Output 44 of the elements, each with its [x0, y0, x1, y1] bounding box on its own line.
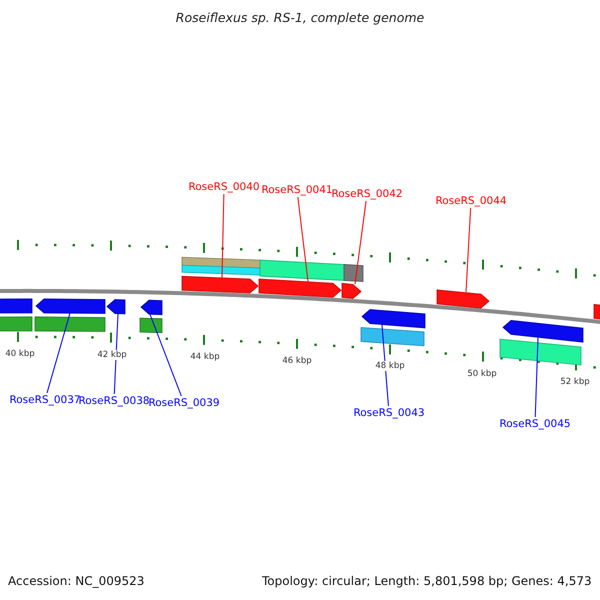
footer-text: Accession: NC_009523	[8, 574, 144, 588]
gene-feature	[502, 320, 584, 343]
feature-bar	[360, 327, 424, 346]
leader-line	[297, 196, 308, 282]
leader-line	[354, 200, 367, 285]
leader-line	[534, 337, 538, 418]
feature-bar	[594, 304, 600, 320]
leader-line	[382, 324, 389, 406]
feature-bar	[260, 260, 344, 281]
leader-line	[222, 194, 224, 278]
scale-label: 42 kbp	[96, 350, 128, 360]
gene-feature	[182, 276, 259, 294]
scale-label: 44 kbp	[189, 352, 221, 362]
leader-line	[150, 314, 182, 396]
gene-feature	[342, 282, 362, 299]
gene-feature	[106, 299, 126, 314]
scale-label: 50 kbp	[466, 368, 498, 379]
gene-label: RoseRS_0043	[353, 407, 425, 419]
feature-bar	[500, 338, 582, 366]
feature-bar	[0, 316, 32, 332]
leader-line	[46, 312, 70, 394]
gene-label: RoseRS_0041	[261, 184, 333, 196]
feature-bar	[0, 298, 32, 314]
scale-label: 40 kbp	[4, 348, 36, 359]
gene-label: RoseRS_0040	[188, 181, 260, 193]
diagram-title: Roseiflexus sp. RS-1, complete genome	[174, 10, 426, 25]
feature-bar	[34, 316, 106, 332]
scale-label: 52 kbp	[559, 377, 591, 388]
feature-bar	[182, 264, 260, 276]
gene-feature	[361, 309, 426, 328]
leader-line	[114, 313, 118, 394]
gene-label: RoseRS_0037	[9, 394, 81, 406]
gene-label: RoseRS_0039	[148, 397, 220, 409]
gene-label: RoseRS_0044	[435, 195, 507, 207]
gene-feature	[140, 300, 162, 316]
gene-feature	[436, 289, 490, 309]
footer-text: Topology: circular; Length: 5,801,598 bp; Genes: 4,573	[262, 574, 592, 588]
feature-bar	[344, 264, 364, 282]
scale-label: 46 kbp	[281, 356, 313, 366]
gene-label: RoseRS_0045	[499, 418, 571, 430]
feature-bar	[140, 318, 162, 334]
leader-line	[466, 208, 472, 293]
scale-label: 48 kbp	[374, 361, 406, 372]
gene-label: RoseRS_0042	[331, 188, 403, 200]
